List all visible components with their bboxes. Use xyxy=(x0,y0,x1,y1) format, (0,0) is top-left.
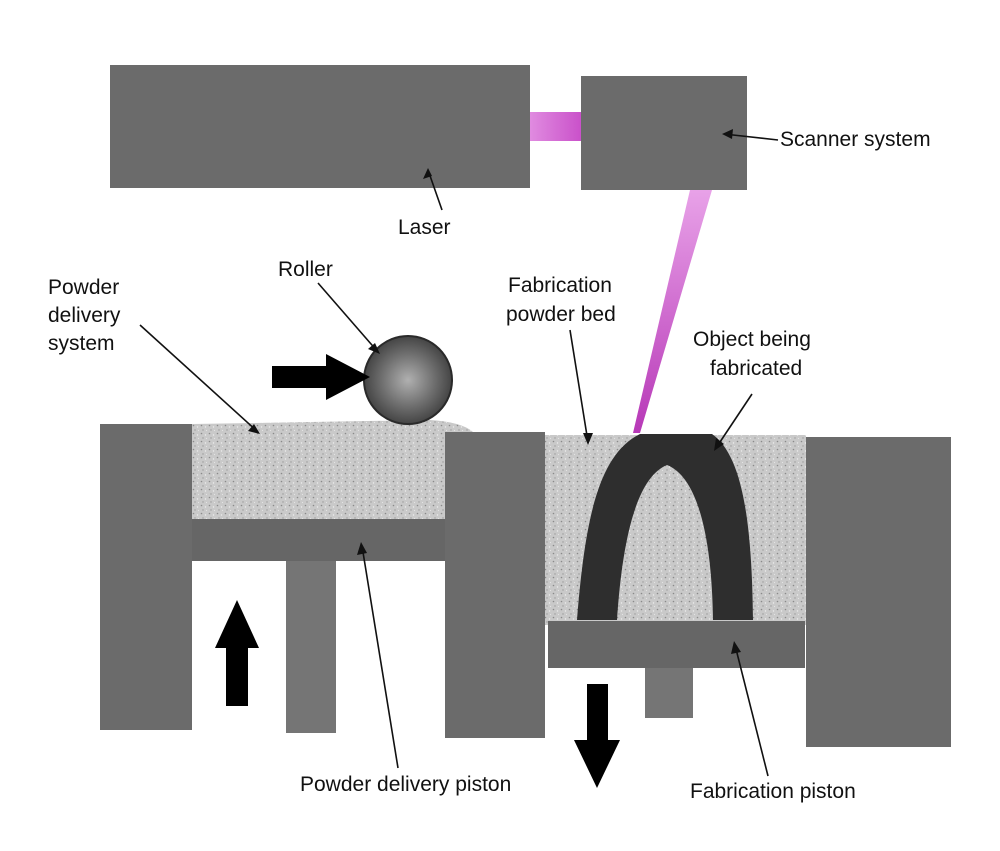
leader-powder-delivery-system-arrowhead xyxy=(248,424,260,434)
leader-fabrication-piston xyxy=(734,644,769,777)
leader-scanner xyxy=(723,133,779,141)
laser-beam-horizontal xyxy=(530,112,583,141)
label-powder-delivery-system-line-1: Powder xyxy=(48,276,119,299)
label-object-being-fabricated: Object being fabricated xyxy=(693,328,817,380)
label-object-being-fabricated-line-1: Object being xyxy=(693,328,811,351)
label-powder-delivery-system-line-2: delivery xyxy=(48,304,121,327)
label-roller: Roller xyxy=(278,258,333,281)
leader-roller-arrowhead xyxy=(368,343,380,354)
label-scanner-system: Scanner system xyxy=(780,128,931,151)
scanner-unit xyxy=(581,76,747,190)
center-wall xyxy=(445,432,545,738)
leader-object-arrowhead xyxy=(714,438,724,451)
leader-powder-delivery-piston xyxy=(361,545,399,769)
label-fabrication-powder-bed-line-1: Fabrication xyxy=(508,274,612,297)
label-fabrication-powder-bed: Fabrication powder bed xyxy=(506,274,618,326)
arrow-up-icon xyxy=(215,600,259,706)
leader-roller xyxy=(317,282,379,353)
label-powder-delivery-system: Powder delivery system xyxy=(48,276,126,355)
leader-fabrication-powder-bed-arrowhead xyxy=(583,433,593,445)
leader-laser xyxy=(427,169,443,211)
label-laser: Laser xyxy=(398,216,451,239)
powder-delivery-piston-plate xyxy=(192,519,449,561)
label-powder-delivery-system-line-3: system xyxy=(48,332,115,355)
fabrication-right-wall xyxy=(806,437,951,747)
leader-scanner-arrowhead xyxy=(722,129,733,139)
powder-delivery-piston-rod xyxy=(286,561,336,733)
arrow-right-icon xyxy=(272,354,370,400)
label-fabrication-powder-bed-line-2: powder bed xyxy=(506,303,616,326)
leader-fabrication-powder-bed xyxy=(569,329,589,443)
object-being-fabricated xyxy=(577,434,753,620)
powder-delivery-left-wall xyxy=(100,424,192,730)
fabrication-piston-rod xyxy=(645,668,693,718)
fabrication-piston-plate xyxy=(548,621,805,668)
powder-delivery-powder xyxy=(192,420,473,522)
label-fabrication-piston: Fabrication piston xyxy=(690,780,856,803)
laser-beam-scanned xyxy=(633,190,712,433)
leader-fabrication-piston-arrowhead xyxy=(731,641,741,654)
laser-unit xyxy=(110,65,530,188)
leader-object xyxy=(715,393,753,449)
arrow-down-icon xyxy=(574,684,620,788)
leader-laser-arrowhead xyxy=(423,168,432,179)
leader-powder-delivery-piston-arrowhead xyxy=(357,542,367,555)
leader-powder-delivery-system xyxy=(139,324,259,433)
label-object-being-fabricated-line-2: fabricated xyxy=(710,357,802,380)
label-powder-delivery-piston: Powder delivery piston xyxy=(300,773,511,796)
